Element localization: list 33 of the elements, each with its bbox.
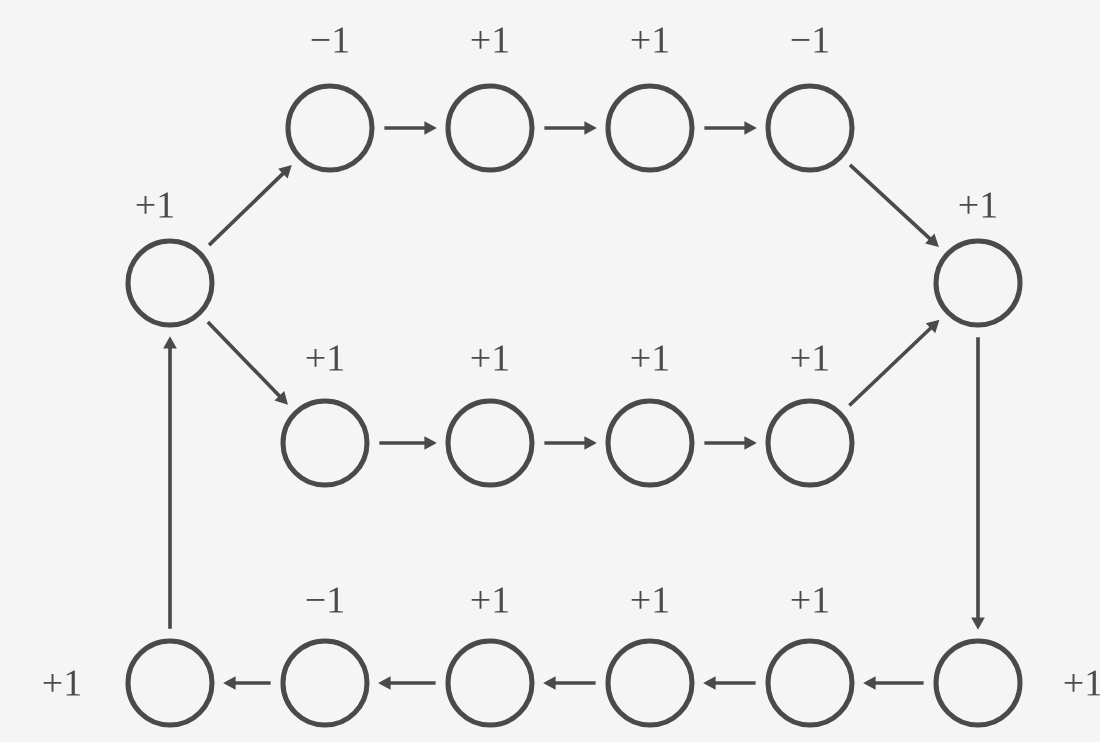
circle-node [765,398,855,488]
circle-node [765,83,855,173]
value-label: +1 [631,345,668,371]
circle-node [285,83,375,173]
value-label: +1 [471,587,508,613]
value-label: −1 [311,27,348,53]
value-label: +1 [959,192,996,218]
value-label: +1 [1064,670,1100,696]
circle-node [125,638,215,728]
circle-node [445,83,535,173]
circle-node [605,83,695,173]
value-label: +1 [791,587,828,613]
value-label: +1 [306,345,343,371]
circle-node [125,238,215,328]
value-label: +1 [43,670,80,696]
circle-node [445,398,535,488]
value-label: +1 [791,345,828,371]
value-label: +1 [631,587,668,613]
value-label: +1 [471,27,508,53]
circle-node [280,398,370,488]
circle-node [445,638,535,728]
value-label: +1 [136,192,173,218]
circle-node [933,638,1023,728]
value-label: −1 [306,587,343,613]
circle-node [765,638,855,728]
circle-node [280,638,370,728]
value-label: +1 [631,27,668,53]
arrow [848,163,939,247]
circle-node [933,238,1023,328]
value-label: +1 [471,345,508,371]
circle-node [605,638,695,728]
circle-node [605,398,695,488]
value-label: −1 [791,27,828,53]
